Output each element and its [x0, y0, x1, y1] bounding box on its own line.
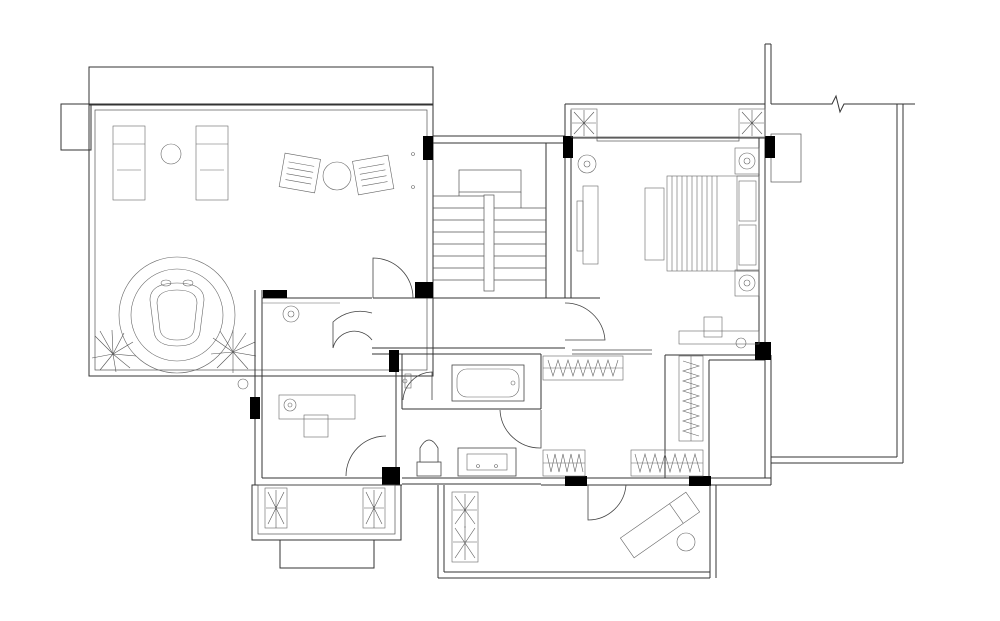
sun-lounger: [195, 125, 229, 201]
doors: [332, 257, 652, 521]
bench: [644, 187, 665, 261]
study-room: [262, 302, 356, 438]
staircase: [433, 135, 565, 298]
outdoor-chair: [352, 154, 395, 196]
toilet: [416, 439, 442, 477]
hot-tub: [118, 256, 236, 374]
sun-lounger: [112, 125, 146, 201]
side-table: [160, 143, 182, 165]
vanity: [457, 447, 517, 477]
balcony: [251, 484, 402, 569]
roof-terrace: [60, 66, 434, 390]
bedroom-balcony: [437, 485, 717, 579]
sun-lounger: [619, 491, 701, 559]
round-table: [322, 161, 352, 191]
structural-columns: [250, 136, 775, 486]
double-bed: [666, 175, 760, 272]
wardrobes: [542, 355, 704, 477]
master-bedroom: [570, 108, 766, 349]
palm-plant: [91, 329, 137, 373]
outdoor-chair: [278, 152, 321, 194]
bathroom: [402, 364, 525, 477]
palm-plant: [210, 330, 257, 373]
